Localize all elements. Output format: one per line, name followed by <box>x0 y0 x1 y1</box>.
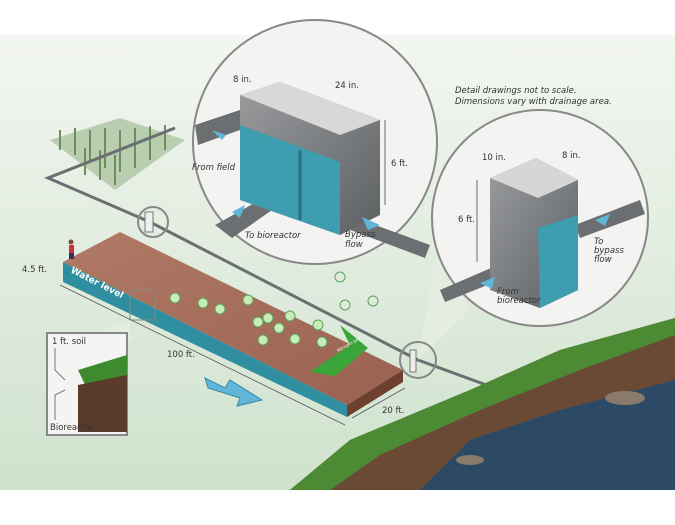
width-label: 8 in. <box>233 75 252 85</box>
inlet-callout-circle <box>137 206 169 238</box>
to-bypass-label-3: flow <box>594 255 612 265</box>
bypass-label-2: flow <box>345 240 363 250</box>
from-field-label: From field <box>192 163 236 173</box>
soil-inset: 1 ft. soil Bioreactor <box>46 320 130 436</box>
height-label: 6 ft. <box>391 159 408 169</box>
to-bypass-label: To <box>594 237 603 247</box>
depth-label: 8 in. <box>562 151 581 161</box>
person-figure <box>68 239 74 259</box>
nitrogen-gas-arrow <box>310 325 368 376</box>
depth-label: 4.5 ft. <box>22 265 47 275</box>
inset-marker <box>129 289 156 321</box>
from-bioreactor-label: From <box>497 287 519 297</box>
stream-bank <box>290 318 675 490</box>
outlet-callout-circle <box>399 341 437 379</box>
flow-direction-arrow <box>204 377 264 407</box>
length-label: 100 ft. <box>167 350 195 360</box>
scale-note-2: Dimensions vary with drainage area. <box>455 97 612 107</box>
height-label: 6 ft. <box>458 215 475 225</box>
from-bioreactor-label-2: bioreactor <box>497 296 541 306</box>
width-label: 20 ft. <box>382 406 404 416</box>
to-bioreactor-label: To bioreactor <box>245 231 301 241</box>
bioreactor-label: Bioreactor <box>50 423 94 433</box>
bypass-label: Bypass <box>345 230 376 240</box>
outlet-structure <box>409 349 417 373</box>
bioreactor-bed: Water level Nitrogen gas <box>63 232 403 417</box>
scale-note-1: Detail drawings not to scale. <box>455 86 577 96</box>
inlet-structure <box>144 211 154 233</box>
nitrogen-molecules <box>169 271 379 348</box>
outlet-control-detail: 10 in. 8 in. 6 ft. From bioreactor To by… <box>431 109 649 327</box>
to-bypass-label-2: bypass <box>594 246 624 256</box>
inlet-control-detail: 8 in. 24 in. 6 ft. From field To bioreac… <box>192 19 438 265</box>
length-label: 24 in. <box>335 81 359 91</box>
width-label: 10 in. <box>482 153 506 163</box>
soil-label: 1 ft. soil <box>52 337 86 347</box>
